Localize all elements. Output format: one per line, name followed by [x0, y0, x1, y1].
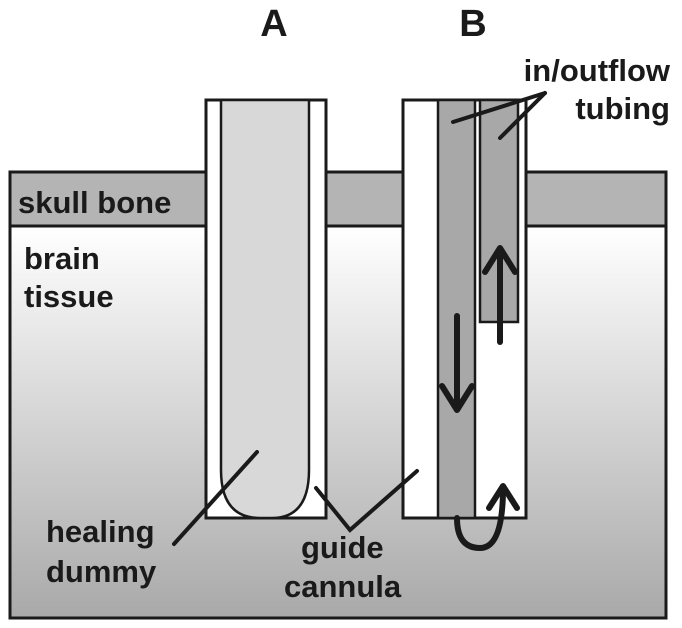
label-brain: brain — [24, 241, 100, 276]
cannula-leader — [314, 469, 419, 533]
panel-b-probe — [401, 98, 528, 520]
label-tubing: tubing — [575, 91, 670, 126]
panel-label-a: A — [260, 3, 287, 45]
panel-label-b: B — [459, 3, 486, 45]
label-inoutflow: in/outflow — [524, 53, 671, 88]
dummy-leader — [172, 450, 259, 546]
panel-a-cannula — [204, 98, 328, 520]
down-arrow — [439, 313, 475, 413]
brain-tissue-region — [8, 224, 668, 620]
label-guide: guide — [301, 530, 384, 565]
label-healing: healing — [46, 514, 155, 549]
up-arrow — [482, 245, 518, 345]
inflow-tubing — [436, 98, 477, 520]
healing-dummy — [219, 98, 311, 520]
label-tissue: tissue — [24, 279, 114, 314]
leader-lines — [172, 91, 547, 546]
u-turn-arrow — [454, 483, 520, 551]
flow-arrows — [439, 245, 520, 551]
label-skull-bone: skull bone — [18, 185, 171, 220]
label-cannula: cannula — [284, 569, 402, 604]
skull-bone-layer — [8, 170, 668, 228]
tubing-leader-2 — [498, 91, 547, 140]
label-dummy: dummy — [46, 554, 157, 589]
tubing-leader-1 — [451, 91, 547, 124]
